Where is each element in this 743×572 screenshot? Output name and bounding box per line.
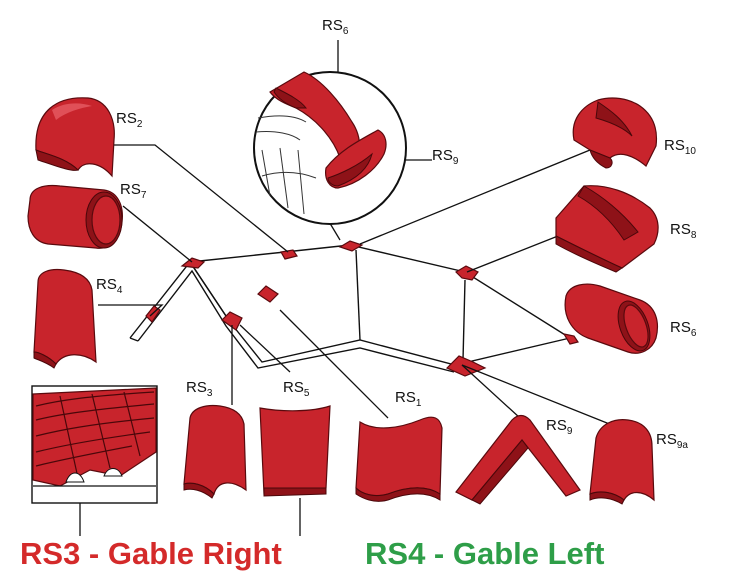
tile-rs10 bbox=[572, 97, 658, 169]
roof-detail-inset bbox=[31, 385, 158, 504]
label-rs2: RS2 bbox=[116, 110, 143, 130]
label-rs7: RS7 bbox=[120, 181, 147, 201]
label-rs9-bottom: RS9 bbox=[546, 417, 573, 437]
eaves-detail-circle bbox=[253, 71, 407, 225]
label-rs4: RS4 bbox=[96, 276, 123, 296]
label-rs6-right: RS6 bbox=[670, 319, 697, 339]
label-rs5: RS5 bbox=[283, 379, 310, 399]
label-rs6-top: RS6 bbox=[322, 17, 349, 37]
tile-rs5 bbox=[259, 405, 331, 497]
tile-rs6-right bbox=[564, 283, 659, 354]
label-rs8: RS8 bbox=[670, 221, 697, 241]
label-rs9-inset: RS9 bbox=[432, 147, 459, 167]
tile-rs4 bbox=[33, 268, 97, 369]
tile-labels: RS2 RS7 RS4 RS3 RS5 RS1 RS6 RS9 RS10 RS8… bbox=[96, 17, 697, 451]
caption-gable-right: RS3 - Gable Right bbox=[20, 536, 282, 571]
caption-gable-left: RS4 - Gable Left bbox=[365, 536, 605, 571]
tile-rs9a bbox=[589, 419, 655, 505]
roof-tile-diagram: RS2 RS7 RS4 RS3 RS5 RS1 RS6 RS9 RS10 RS8… bbox=[27, 17, 697, 536]
tile-rs2 bbox=[35, 97, 115, 178]
label-rs9a: RS9a bbox=[656, 431, 688, 451]
leader-lines bbox=[79, 40, 613, 536]
tile-rs9-bottom bbox=[455, 414, 581, 505]
roof-markers bbox=[145, 240, 579, 377]
tile-rs1 bbox=[355, 416, 443, 502]
tile-rs3 bbox=[183, 404, 247, 499]
tile-rs7 bbox=[27, 184, 123, 249]
label-rs1: RS1 bbox=[395, 389, 422, 409]
tile-rs8 bbox=[555, 185, 659, 273]
label-rs3: RS3 bbox=[186, 379, 213, 399]
label-rs10: RS10 bbox=[664, 137, 696, 157]
